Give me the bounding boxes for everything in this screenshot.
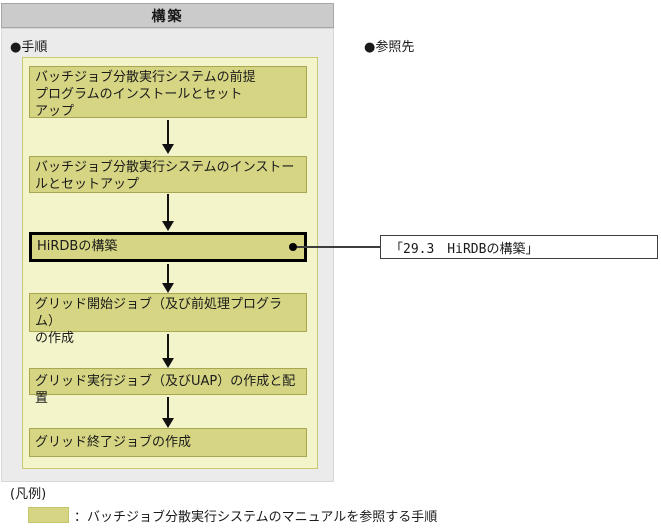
- down-arrow-icon: [162, 144, 174, 154]
- reference-box: 「29.3 HiRDBの構築」: [380, 235, 658, 259]
- flow-step-hirdb-build-highlighted: HiRDBの構築: [29, 232, 307, 262]
- reference-label: ●参照先: [364, 40, 415, 55]
- flow-step-grid-exec-job: グリッド実行ジョブ（及びUAP）の作成と配置: [29, 368, 307, 406]
- legend-swatch: [28, 507, 69, 523]
- flow-step-system-install-setup: バッチジョブ分散実行システムのインストー ルとセットアップ: [29, 156, 307, 193]
- flow-step-grid-start-job: グリッド開始ジョブ（及び前処理プログラム） の作成: [29, 293, 307, 346]
- connector-line: [293, 246, 380, 248]
- down-arrow-shaft: [167, 120, 169, 144]
- flow-step-prereq-program-setup: バッチジョブ分散実行システムの前提 プログラムのインストールとセット アップ: [29, 66, 307, 119]
- connector-bullet-icon: [289, 243, 297, 251]
- down-arrow-shaft: [167, 264, 169, 283]
- down-arrow-icon: [162, 221, 174, 231]
- down-arrow-shaft: [167, 397, 169, 418]
- down-arrow-shaft: [167, 194, 169, 221]
- legend-title: (凡例): [10, 487, 47, 502]
- flow-panel: [22, 57, 318, 469]
- down-arrow-icon: [162, 283, 174, 293]
- down-arrow-icon: [162, 358, 174, 368]
- section-title: 構築: [151, 8, 184, 25]
- section-header: 構築: [1, 3, 334, 28]
- reference-text: 「29.3 HiRDBの構築」: [390, 241, 539, 257]
- flow-step-grid-end-job: グリッド終了ジョブの作成: [29, 428, 307, 457]
- procedure-label: ●手順: [10, 40, 48, 55]
- legend-description: ：バッチジョブ分散実行システムのマニュアルを参照する手順: [74, 510, 438, 525]
- down-arrow-icon: [162, 418, 174, 428]
- down-arrow-shaft: [167, 334, 169, 358]
